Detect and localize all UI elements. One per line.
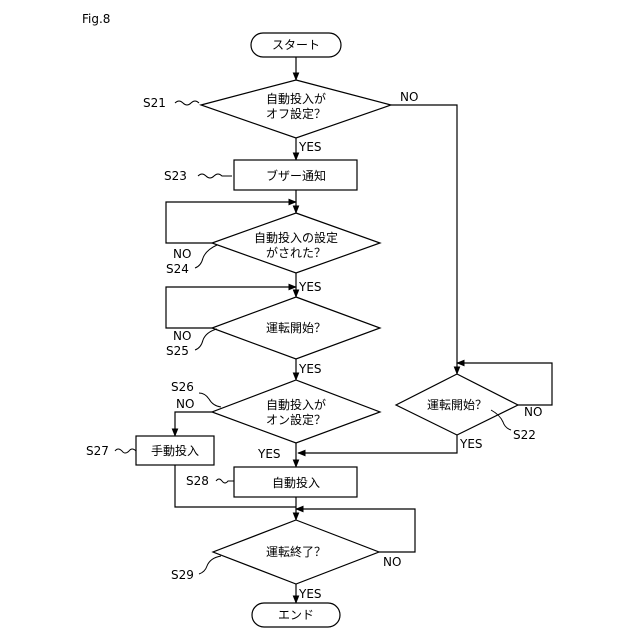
start-terminal: スタート bbox=[251, 33, 341, 57]
decision-s21: 自動投入が オフ設定？ bbox=[201, 80, 391, 138]
s27-text: 手動投入 bbox=[151, 443, 199, 458]
start-label: スタート bbox=[272, 38, 320, 52]
leader-s27 bbox=[115, 449, 136, 453]
s24-yes-label: YES bbox=[298, 280, 322, 294]
s25-yes-label: YES bbox=[298, 362, 322, 376]
leader-s25 bbox=[195, 329, 217, 350]
end-terminal: エンド bbox=[252, 603, 340, 627]
decision-s29: 運転終了？ bbox=[213, 520, 379, 584]
s23-text: ブザー通知 bbox=[266, 168, 326, 183]
s29-text: 運転終了？ bbox=[266, 544, 326, 559]
s25-text: 運転開始？ bbox=[266, 321, 326, 335]
process-s23: ブザー通知 bbox=[234, 160, 357, 190]
s21-yes-label: YES bbox=[298, 140, 322, 154]
s24-text-line1: 自動投入の設定 bbox=[254, 230, 338, 245]
step-label-s27: S27 bbox=[86, 444, 109, 458]
s29-yes-label: YES bbox=[298, 587, 322, 601]
edge-s22-s28 bbox=[298, 435, 457, 453]
s26-yes-label: YES bbox=[257, 447, 281, 461]
step-label-s23: S23 bbox=[164, 169, 187, 183]
leader-s28 bbox=[216, 479, 234, 483]
step-label-s24: S24 bbox=[166, 262, 189, 276]
step-label-s25: S25 bbox=[166, 344, 189, 358]
s24-no-label: NO bbox=[173, 247, 191, 261]
s21-text-line2: オフ設定？ bbox=[266, 106, 326, 121]
end-label: エンド bbox=[278, 608, 314, 622]
leader-s24 bbox=[195, 245, 217, 268]
s26-text-line2: オン設定？ bbox=[266, 412, 326, 427]
figure-label: Fig.8 bbox=[82, 12, 110, 26]
s21-text-line1: 自動投入が bbox=[266, 91, 326, 106]
s21-no-label: NO bbox=[400, 90, 418, 104]
step-label-s29: S29 bbox=[171, 568, 194, 582]
process-s28: 自動投入 bbox=[234, 467, 357, 497]
step-label-s22: S22 bbox=[513, 428, 536, 442]
decision-s25: 運転開始？ bbox=[212, 297, 380, 359]
step-label-s21: S21 bbox=[143, 96, 166, 110]
process-s27: 手動投入 bbox=[136, 436, 214, 465]
step-label-s26: S26 bbox=[171, 380, 194, 394]
leader-s26 bbox=[199, 393, 221, 407]
decision-s22: 運転開始？ bbox=[396, 374, 518, 435]
decision-s24: 自動投入の設定 がされた？ bbox=[212, 213, 380, 273]
edge-s26-s27 bbox=[175, 412, 212, 436]
s26-text-line1: 自動投入が bbox=[266, 397, 326, 412]
s29-no-label: NO bbox=[383, 555, 401, 569]
s22-yes-label: YES bbox=[459, 437, 483, 451]
leader-s29 bbox=[199, 556, 221, 574]
step-label-s28: S28 bbox=[186, 474, 209, 488]
s25-no-label: NO bbox=[173, 329, 191, 343]
edge-s21-s22 bbox=[391, 105, 457, 374]
s28-text: 自動投入 bbox=[272, 475, 320, 490]
decision-s26: 自動投入が オン設定？ bbox=[212, 380, 380, 443]
s26-no-label: NO bbox=[176, 397, 194, 411]
leader-s23 bbox=[198, 174, 232, 178]
s22-no-label: NO bbox=[524, 405, 542, 419]
s24-text-line2: がされた？ bbox=[266, 245, 326, 260]
leader-s21 bbox=[175, 101, 199, 105]
s22-text: 運転開始？ bbox=[427, 398, 487, 412]
